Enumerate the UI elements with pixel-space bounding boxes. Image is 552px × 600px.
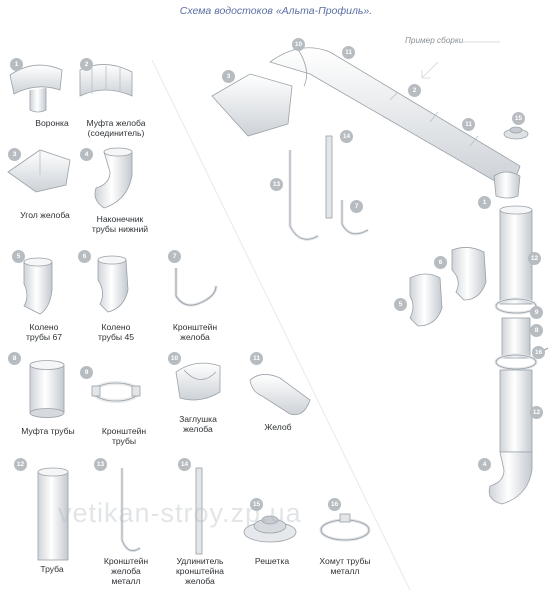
part-number-badge: 15 [250,498,263,511]
part-number-badge: 3 [8,148,21,161]
part-gutter [249,374,311,416]
divider-line [151,59,411,591]
assembly-badge: 12 [530,406,543,419]
assembly-badge: 6 [434,256,447,269]
part-number-badge: 1 [10,58,23,71]
part-bracket-extension [195,467,203,555]
assembly-example [211,45,549,505]
part-number-badge: 5 [12,250,25,263]
part-gutter-coupling [79,64,133,97]
part-leaf-guard [243,515,297,543]
part-label-pipe-coupling: Муфта трубы [21,426,75,436]
part-number-badge: 12 [14,458,27,471]
part-label-downpipe: Труба [40,564,64,574]
part-funnel [9,64,63,113]
assembly-badge: 9 [530,306,543,319]
part-label-gutter: Желоб [264,422,292,432]
part-label-leaf-guard: Решетка [254,556,290,566]
part-gutter-corner [7,149,71,193]
part-elbow-45 [97,255,129,313]
part-pipe-bracket [91,381,141,403]
assembly-badge: 5 [394,298,407,311]
assembly-badge: 11 [462,118,475,131]
example-arrow-icon [421,61,439,79]
part-pipe-coupling [29,360,65,418]
assembly-badge: 4 [478,458,491,471]
part-label-gutter-coupling: Муфта желоба(соединитель) [86,118,146,138]
assembly-example-caption: Пример сборки [405,36,464,45]
part-metal-gutter-bracket [120,468,141,553]
assembly-badge: 10 [292,38,305,51]
part-gutter-end-cap [175,362,221,401]
assembly-badge: 12 [528,252,541,265]
part-number-badge: 4 [80,148,93,161]
assembly-badge: 11 [342,46,355,59]
part-number-badge: 2 [80,58,93,71]
assembly-badge: 15 [512,112,525,125]
page-title: Схема водостоков «Альта-Профиль». [179,5,373,17]
part-number-badge: 7 [168,250,181,263]
part-number-badge: 13 [94,458,107,471]
part-number-badge: 6 [78,250,91,263]
part-number-badge: 8 [8,352,21,365]
part-number-badge: 16 [328,498,341,511]
assembly-badge: 14 [340,130,353,143]
part-label-funnel: Воронка [35,118,69,128]
assembly-badge: 1 [478,196,491,209]
part-downpipe-outlet [94,147,133,209]
part-metal-pipe-clamp [319,513,371,542]
part-number-badge: 11 [250,352,263,365]
watermark: vetikan-stroy.zp.ua [58,498,302,528]
assembly-badge: 16 [532,346,545,359]
assembly-badge: 13 [270,178,283,191]
assembly-badge: 8 [530,324,543,337]
part-elbow-67 [23,257,53,315]
part-number-badge: 10 [168,352,181,365]
part-gutter-bracket [174,268,218,307]
assembly-badge: 7 [350,200,363,213]
assembly-badge: 3 [222,70,235,83]
part-number-badge: 9 [80,366,93,379]
part-number-badge: 14 [178,458,191,471]
part-label-gutter-corner: Угол желоба [20,210,70,220]
assembly-badge: 2 [408,84,421,97]
part-downpipe [37,467,69,561]
